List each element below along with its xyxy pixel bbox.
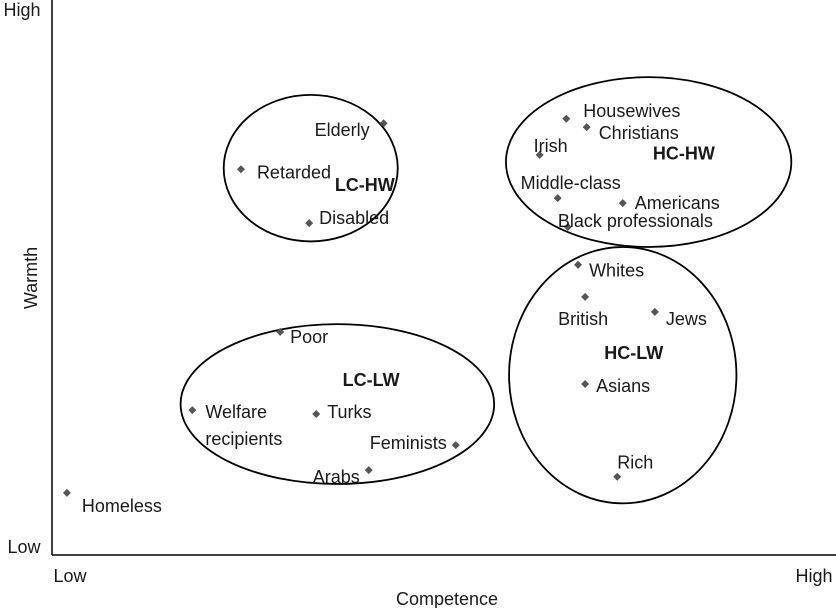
x-tick-low: Low xyxy=(53,566,87,586)
data-point-label: Arabs xyxy=(313,467,360,487)
data-point-label: British xyxy=(558,309,608,329)
y-axis-label: Warmth xyxy=(21,247,41,309)
data-point-label: Elderly xyxy=(315,120,370,140)
cluster-ellipse-lc-lw xyxy=(179,323,496,485)
data-point-label: Americans xyxy=(635,193,720,213)
cluster-ellipse-lc-hw xyxy=(222,94,399,243)
data-point-marker xyxy=(574,260,583,269)
cluster-label: LC-LW xyxy=(343,370,400,390)
data-point-label: Turks xyxy=(327,402,371,422)
data-point-label: Retarded xyxy=(257,162,331,182)
data-point-marker xyxy=(613,472,622,481)
data-point-marker xyxy=(276,327,285,336)
data-point-label: Christians xyxy=(599,123,679,143)
data-point-marker xyxy=(188,406,197,415)
data-point-marker xyxy=(650,307,659,316)
cluster-label: HC-LW xyxy=(604,343,663,363)
cluster-ellipse-hc-lw xyxy=(508,246,738,505)
data-point-label: Jews xyxy=(666,309,707,329)
data-point-marker xyxy=(562,114,571,123)
data-point-label: Homeless xyxy=(82,496,162,516)
data-point-marker xyxy=(236,165,245,174)
data-point-label: Poor xyxy=(290,327,328,347)
data-point-label: Whites xyxy=(589,261,644,281)
data-point-label: Housewives xyxy=(583,101,680,121)
data-point-marker xyxy=(364,466,373,475)
data-point-label: Irish xyxy=(534,136,568,156)
data-point-marker xyxy=(535,150,544,159)
y-tick-high: High xyxy=(3,0,40,20)
data-point-label: Rich xyxy=(617,453,653,473)
data-point-label: Disabled xyxy=(319,208,389,228)
cluster-ellipse-hc-hw xyxy=(505,76,793,248)
x-axis-label: Competence xyxy=(396,589,498,608)
data-point-label: Welfare xyxy=(205,402,267,422)
data-point-marker xyxy=(305,219,314,228)
data-point-marker xyxy=(312,410,321,419)
data-point-marker xyxy=(581,292,590,301)
data-point-marker xyxy=(62,488,71,497)
data-point-label: Feminists xyxy=(370,433,447,453)
data-point-marker xyxy=(581,380,590,389)
cluster-label: HC-HW xyxy=(653,144,715,164)
data-point-marker xyxy=(618,199,627,208)
data-point-label: Middle-class xyxy=(521,173,621,193)
data-point-label: Black professionals xyxy=(558,211,713,231)
x-tick-high: High xyxy=(795,566,832,586)
data-point-label: recipients xyxy=(205,429,282,449)
cluster-label: LC-HW xyxy=(335,175,395,195)
data-point-marker xyxy=(553,194,562,203)
y-tick-low: Low xyxy=(7,537,41,557)
data-point-marker xyxy=(582,123,591,132)
data-point-label: Asians xyxy=(596,376,650,396)
data-point-marker xyxy=(451,441,460,450)
data-point-marker xyxy=(379,119,388,128)
data-point-marker xyxy=(563,222,572,231)
